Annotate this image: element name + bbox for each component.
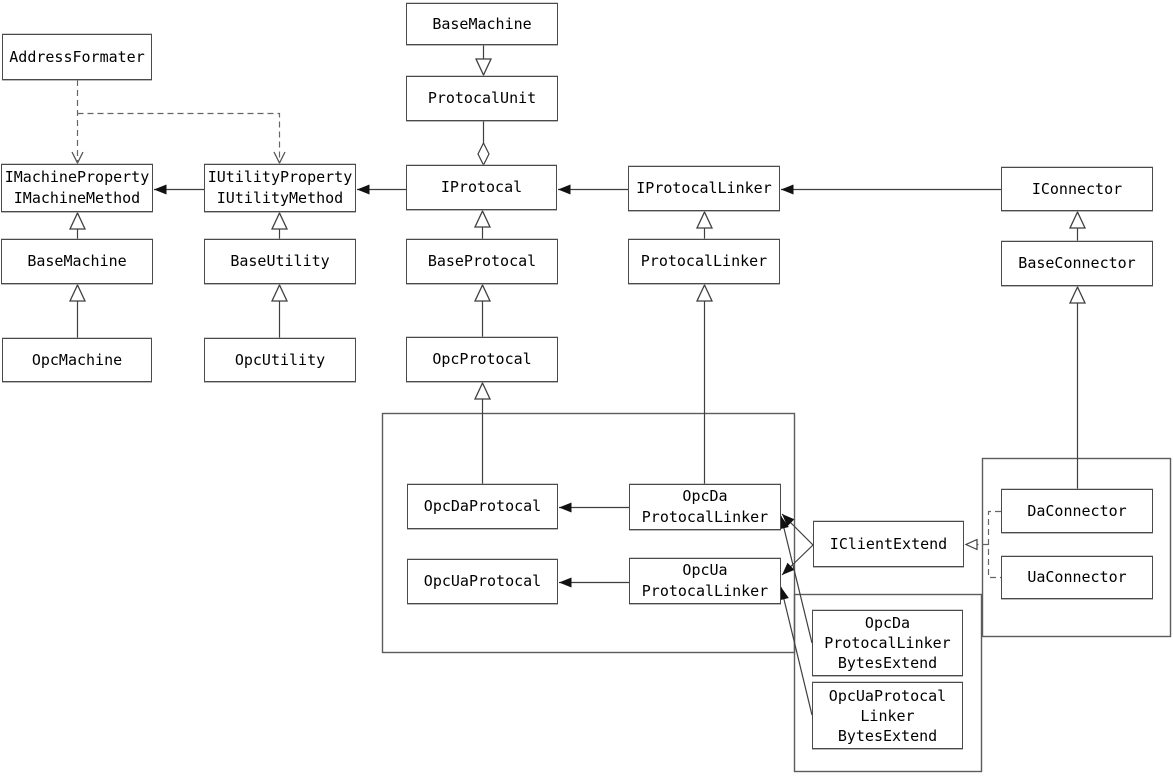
interface-box-imachine-property-method: IMachineProperty IMachineMethod <box>1 164 153 212</box>
class-box-base-connector: BaseConnector <box>1001 241 1153 286</box>
class-box-base-protocal: BaseProtocal <box>406 239 558 284</box>
class-box-protocal-unit: ProtocalUnit <box>406 76 558 121</box>
class-box-opc-protocal: OpcProtocal <box>406 337 558 382</box>
edge-iclientextend-opcualinker <box>781 544 814 576</box>
class-box-protocal-linker: ProtocalLinker <box>628 239 780 284</box>
class-box-opc-machine: OpcMachine <box>2 338 152 382</box>
class-box-opc-ua-protocal-linker: OpcUa ProtocalLinker <box>629 558 781 604</box>
association-edges <box>154 184 1001 716</box>
class-box-opc-ua-protocal-linker-bytes-extend: OpcUaProtocal Linker BytesExtend <box>812 682 963 749</box>
edge-opcuabytesextend-opcualinker <box>779 586 813 716</box>
edge-opcdabytesextend-opcdalinker <box>779 515 813 644</box>
dependency-edges <box>71 80 1001 579</box>
class-box-opc-da-protocal-linker-bytes-extend: OpcDa ProtocalLinker BytesExtend <box>812 610 963 676</box>
class-box-opc-ua-protocal: OpcUaProtocal <box>407 559 558 604</box>
class-box-base-utility: BaseUtility <box>204 239 356 284</box>
interface-box-iprotocal: IProtocal <box>406 165 557 210</box>
edge-connectors-dashed-spine <box>987 510 1001 579</box>
interface-box-iutility-property-method: IUtilityProperty IUtilityMethod <box>204 164 356 212</box>
class-box-opc-utility: OpcUtility <box>204 338 356 382</box>
class-box-da-connector: DaConnector <box>1001 489 1153 533</box>
group-box-bytes-extend <box>793 593 983 773</box>
interface-box-iprotocal-linker: IProtocalLinker <box>628 166 780 211</box>
inheritance-edges <box>68 45 1087 489</box>
group-box-opc-protocal-linkers <box>381 412 796 654</box>
interface-box-iconnector: IConnector <box>1001 167 1153 211</box>
class-box-base-machine: BaseMachine <box>1 239 153 284</box>
edge-addressformater-iutility <box>77 112 286 165</box>
class-box-opc-da-protocal-linker: OpcDa ProtocalLinker <box>629 484 781 530</box>
interface-box-iclient-extend: IClientExtend <box>813 521 964 567</box>
class-box-address-formater: AddressFormater <box>2 34 152 80</box>
group-box-connectors <box>981 457 1172 638</box>
class-box-ua-connector: UaConnector <box>1001 556 1153 599</box>
aggregation-diamond <box>477 141 490 167</box>
class-box-base-machine-top: BaseMachine <box>406 3 558 45</box>
class-box-opc-da-protocal: OpcDaProtocal <box>407 484 558 529</box>
